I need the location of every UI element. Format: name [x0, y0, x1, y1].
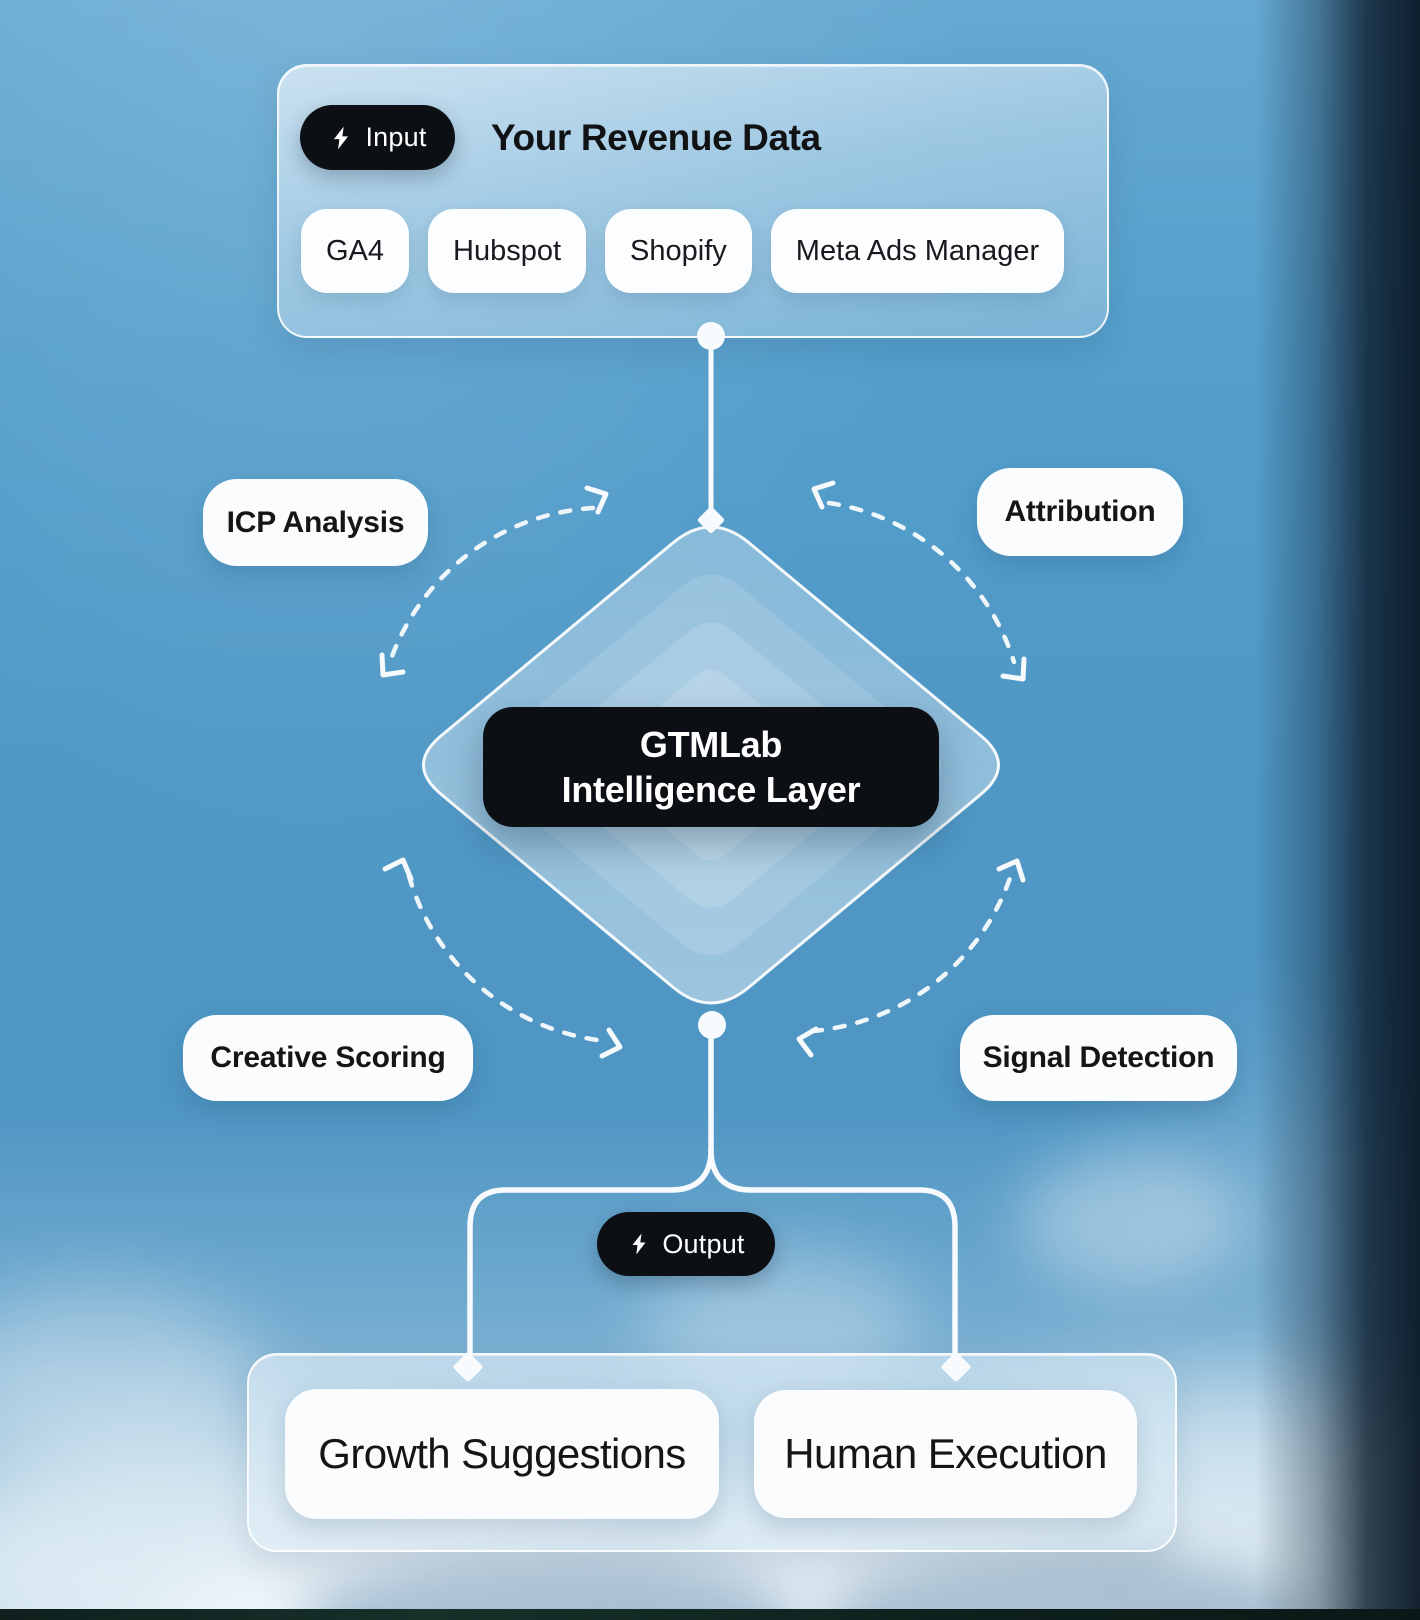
- intelligence-core-label: GTMLab Intelligence Layer: [483, 707, 939, 827]
- bottom-dark-strip: [0, 1609, 1420, 1620]
- source-pill-hubspot: Hubspot: [428, 209, 587, 293]
- input-panel: Input Your Revenue Data GA4 Hubspot Shop…: [277, 64, 1109, 338]
- input-panel-title: Your Revenue Data: [491, 117, 821, 158]
- input-to-core-connector: [697, 322, 725, 534]
- arrowhead-icon: [379, 652, 406, 678]
- arrowhead-icon: [996, 858, 1026, 883]
- output-badge: Output: [597, 1212, 775, 1276]
- arc-bottom-right: [809, 875, 1013, 1034]
- arrowhead-icon: [599, 1027, 623, 1059]
- cloud: [0, 1290, 260, 1470]
- right-edge-vignette: [1255, 0, 1420, 1620]
- source-pill-shopify: Shopify: [605, 209, 752, 293]
- cloud: [1020, 1150, 1240, 1290]
- source-pill-meta-ads-manager: Meta Ads Manager: [770, 209, 1065, 293]
- lightning-icon: [334, 126, 349, 149]
- arrowhead-icon: [382, 857, 414, 882]
- source-pill-row: GA4 Hubspot Shopify Meta Ads Manager: [301, 209, 1065, 293]
- core-title-line2: Intelligence Layer: [561, 769, 861, 810]
- connector-node-circle: [698, 1011, 726, 1039]
- capability-signal-detection: Signal Detection: [960, 1015, 1237, 1101]
- capability-attribution: Attribution: [977, 468, 1183, 556]
- output-panel: Growth Suggestions Human Execution: [247, 1353, 1177, 1552]
- arrowhead-icon: [796, 1026, 819, 1058]
- result-growth-suggestions: Growth Suggestions: [285, 1389, 719, 1519]
- capability-creative-scoring: Creative Scoring: [183, 1015, 473, 1101]
- capability-icp-analysis: ICP Analysis: [203, 479, 428, 566]
- arrowhead-icon: [811, 480, 836, 510]
- result-human-execution: Human Execution: [754, 1390, 1137, 1518]
- connector-node-diamond: [697, 506, 725, 534]
- source-pill-ga4: GA4: [301, 209, 410, 293]
- input-badge: Input: [300, 105, 455, 170]
- input-badge-label: Input: [365, 122, 427, 152]
- core-title-line1: GTMLab: [639, 724, 783, 765]
- core-to-output-connector: [453, 1011, 971, 1382]
- arrowhead-icon: [1000, 656, 1027, 682]
- output-badge-label: Output: [662, 1228, 745, 1259]
- lightning-icon: [632, 1233, 646, 1255]
- arrowhead-icon: [584, 485, 609, 515]
